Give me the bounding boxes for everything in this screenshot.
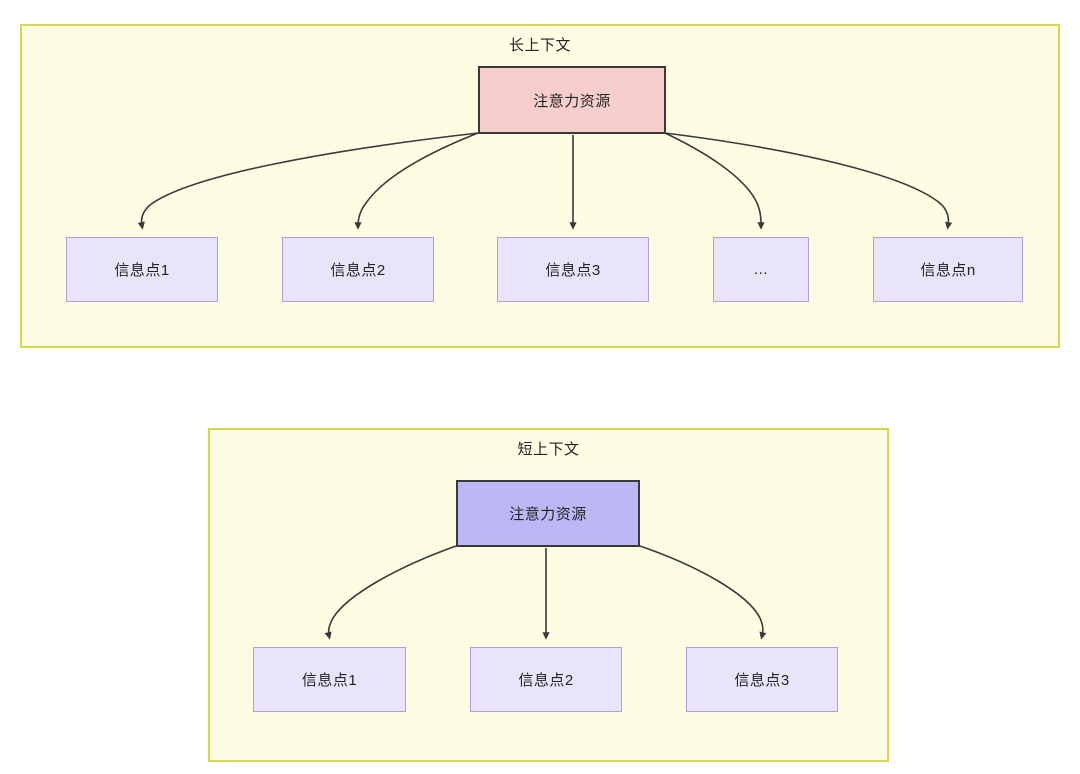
node-info-point-ellipsis-long-label: ... (753, 261, 768, 278)
node-info-point-2-short-label: 信息点2 (518, 672, 574, 689)
node-attention-resource-short-label: 注意力资源 (509, 506, 587, 523)
node-info-point-3-long-label: 信息点3 (545, 262, 601, 279)
node-info-point-3-long[interactable]: 信息点3 (497, 237, 649, 302)
node-info-point-n-long[interactable]: 信息点n (873, 237, 1023, 302)
node-info-point-3-short[interactable]: 信息点3 (686, 647, 838, 712)
node-info-point-1-short[interactable]: 信息点1 (253, 647, 406, 712)
node-info-point-2-long-label: 信息点2 (330, 262, 386, 279)
node-info-point-n-long-label: 信息点n (920, 262, 976, 279)
node-attention-resource-short[interactable]: 注意力资源 (456, 480, 640, 547)
node-info-point-1-long-label: 信息点1 (114, 262, 170, 279)
node-info-point-ellipsis-long[interactable]: ... (713, 237, 809, 302)
panel-short-context-title: 短上下文 (517, 441, 580, 458)
node-info-point-1-short-label: 信息点1 (301, 672, 358, 689)
node-info-point-3-short-label: 信息点3 (734, 672, 790, 689)
node-attention-resource-long[interactable]: 注意力资源 (478, 66, 666, 134)
node-info-point-1-long[interactable]: 信息点1 (66, 237, 218, 302)
panel-long-context-title: 长上下文 (508, 37, 571, 54)
node-info-point-2-short[interactable]: 信息点2 (470, 647, 622, 712)
node-info-point-2-long[interactable]: 信息点2 (282, 237, 434, 302)
node-attention-resource-long-label: 注意力资源 (533, 92, 611, 110)
